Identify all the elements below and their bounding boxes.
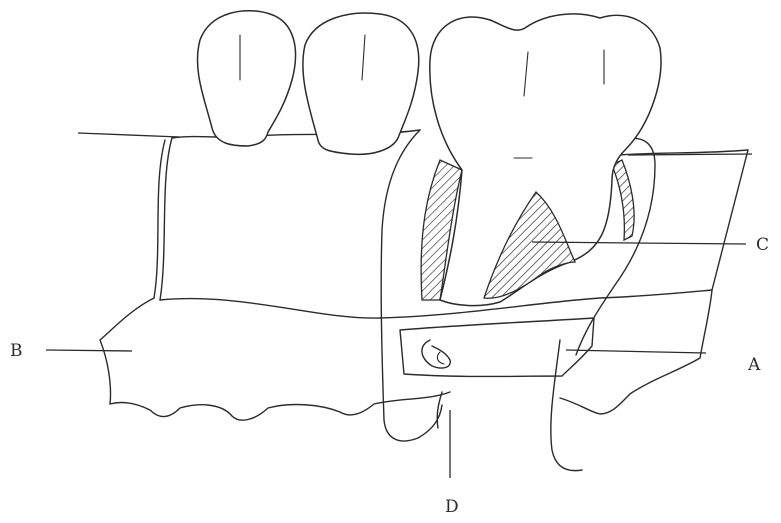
bone-front-face [100, 290, 712, 420]
premolar-2 [303, 13, 419, 154]
leader-lines [46, 133, 752, 478]
bone-window [400, 318, 594, 377]
premolar-1 [197, 11, 295, 146]
leader-top-left [78, 133, 180, 137]
leader-b [46, 350, 132, 351]
label-b: B [10, 341, 23, 361]
label-d: D [445, 497, 459, 517]
label-a: A [747, 355, 761, 375]
label-c: C [756, 235, 769, 255]
molar [430, 14, 661, 306]
membrane-pin [437, 340, 582, 471]
